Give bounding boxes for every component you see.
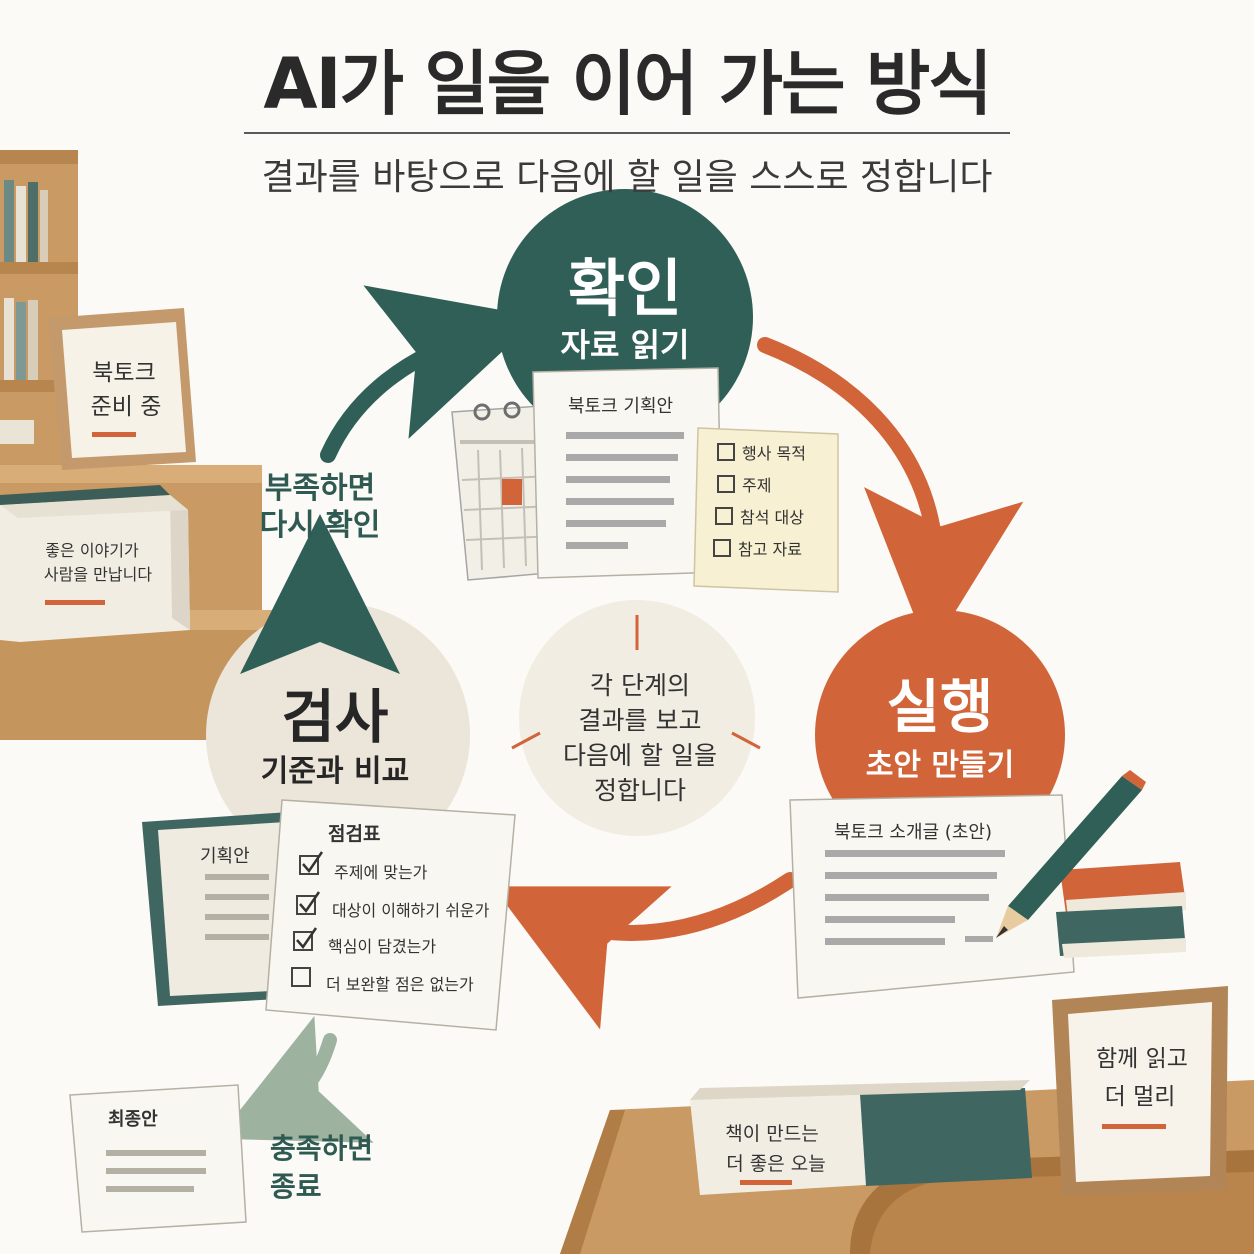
page-subtitle: 결과를 바탕으로 다음에 할 일을 스스로 정합니다 bbox=[261, 157, 993, 198]
checklist-item-3: 핵심이 담겼는가 bbox=[328, 937, 436, 956]
sticky-item-3: 참석 대상 bbox=[740, 508, 804, 527]
final-document bbox=[69, 1084, 247, 1233]
center-note-line: 다음에 할 일을 bbox=[563, 741, 717, 770]
stage-execute-desc: 초안 만들기 bbox=[865, 748, 1015, 783]
checklist-title: 점검표 bbox=[328, 823, 380, 845]
desk-scene bbox=[560, 986, 1254, 1254]
sticky-item-1: 행사 목적 bbox=[742, 444, 806, 463]
center-note-line: 정합니다 bbox=[593, 776, 686, 805]
finish-label: 충족하면 종료 bbox=[270, 1130, 410, 1206]
arrow-inspect-to-check bbox=[320, 285, 540, 463]
title-divider bbox=[244, 132, 1010, 134]
center-tick-right bbox=[731, 731, 761, 750]
checklist-item-2: 대상이 이해하기 쉬운가 bbox=[332, 901, 490, 920]
book-stack bbox=[1056, 862, 1186, 958]
checklist-item-1: 주제에 맞는가 bbox=[334, 863, 428, 882]
loop-back-line: 부족하면 bbox=[264, 471, 376, 506]
stage-execute-name: 실행 bbox=[886, 673, 994, 741]
center-note-line: 각 단계의 bbox=[590, 671, 690, 700]
pencil-icon bbox=[996, 770, 1146, 938]
center-note-line: 결과를 보고 bbox=[578, 706, 702, 735]
plan-book bbox=[142, 812, 296, 1006]
final-doc-title: 최종안 bbox=[108, 1109, 158, 1130]
checklist-item-4: 더 보완할 점은 없는가 bbox=[326, 975, 474, 994]
sticky-item-2: 주제 bbox=[742, 476, 771, 495]
stage-check-name: 확인 bbox=[567, 252, 683, 325]
finish-line: 충족하면 bbox=[270, 1132, 374, 1165]
sign-top-left bbox=[48, 308, 196, 470]
center-ring bbox=[519, 600, 755, 836]
stage-check-desc: 자료 읽기 bbox=[560, 326, 690, 364]
checklist-sheet bbox=[265, 799, 516, 1031]
plan-book-label: 기획안 bbox=[200, 846, 250, 867]
loop-back-line: 다시 확인 bbox=[259, 508, 381, 543]
frame-right-line2: 더 멀리 bbox=[1105, 1084, 1176, 1110]
arrow-to-final bbox=[217, 1015, 374, 1143]
arrow-execute-to-inspect bbox=[492, 872, 798, 1030]
book-bottom-line2: 더 좋은 오늘 bbox=[726, 1153, 825, 1175]
loop-back-label: 부족하면 다시 확인 bbox=[250, 470, 390, 544]
sticky-item-4: 참고 자료 bbox=[738, 540, 802, 559]
box-left-line2: 사람을 만납니다 bbox=[44, 565, 152, 584]
sticky-note bbox=[693, 427, 839, 593]
stage-inspect-name: 검사 bbox=[281, 683, 389, 751]
draft-document bbox=[789, 794, 1075, 999]
box-left-line1: 좋은 이야기가 bbox=[45, 541, 139, 560]
frame-right-line1: 함께 읽고 bbox=[1096, 1046, 1188, 1072]
finish-line: 종료 bbox=[270, 1170, 322, 1203]
plan-document bbox=[532, 367, 723, 579]
center-note: 각 단계의 결과를 보고 다음에 할 일을 정합니다 bbox=[535, 668, 745, 808]
center-tick-left bbox=[511, 731, 541, 750]
sign-top-left-line1: 북토크 bbox=[92, 360, 155, 386]
sign-top-left-line2: 준비 중 bbox=[91, 394, 162, 420]
book-bottom-line1: 책이 만드는 bbox=[725, 1123, 818, 1145]
stage-inspect-desc: 기준과 비교 bbox=[260, 754, 410, 789]
draft-doc-title: 북토크 소개글 (초안) bbox=[834, 822, 992, 843]
arrow-check-to-execute bbox=[757, 337, 1024, 654]
plan-doc-title: 북토크 기획안 bbox=[568, 396, 673, 417]
page-title: AI가 일을 이어 가는 방식 bbox=[263, 43, 992, 125]
box-left bbox=[0, 485, 190, 642]
